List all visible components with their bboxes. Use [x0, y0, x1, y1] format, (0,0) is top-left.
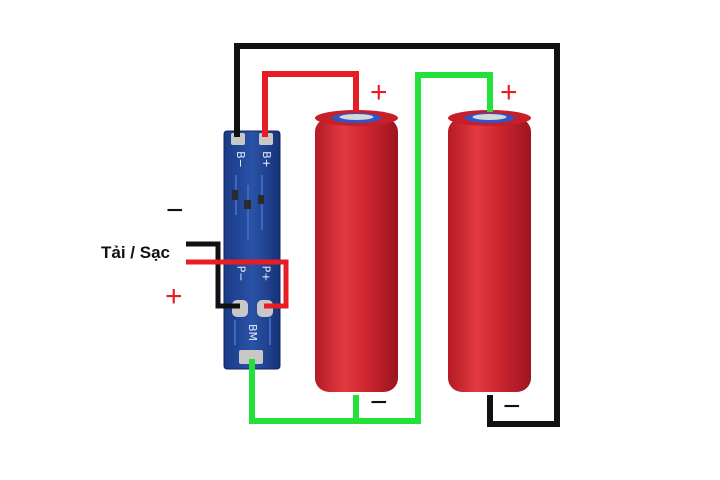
load-charge-label: Tải / Sạc [101, 243, 170, 262]
pcb-label-b-plus: B+ [259, 151, 273, 168]
pcb-label-b-minus: B− [233, 151, 247, 168]
cell1-minus-sign: − [370, 386, 388, 419]
wire-red-load [186, 259, 289, 309]
pcb-label-p-minus: P− [234, 265, 248, 282]
pcb-label-p-plus: P+ [259, 265, 273, 282]
wire-red-b-plus [262, 71, 359, 137]
wire-green-bm [249, 72, 493, 424]
load-minus-sign: − [166, 194, 184, 227]
battery-cell-2 [448, 110, 531, 392]
battery-cell-1 [315, 110, 398, 392]
load-plus-sign: + [165, 280, 183, 313]
cell2-plus-sign: + [500, 76, 518, 109]
pcb-label-bm: BM [246, 323, 260, 342]
cell1-plus-sign: + [370, 76, 388, 109]
cell2-minus-sign: − [503, 390, 521, 423]
pad-bm [239, 350, 263, 364]
wire-black-b-minus [234, 43, 560, 427]
wire-black-load [186, 241, 240, 309]
